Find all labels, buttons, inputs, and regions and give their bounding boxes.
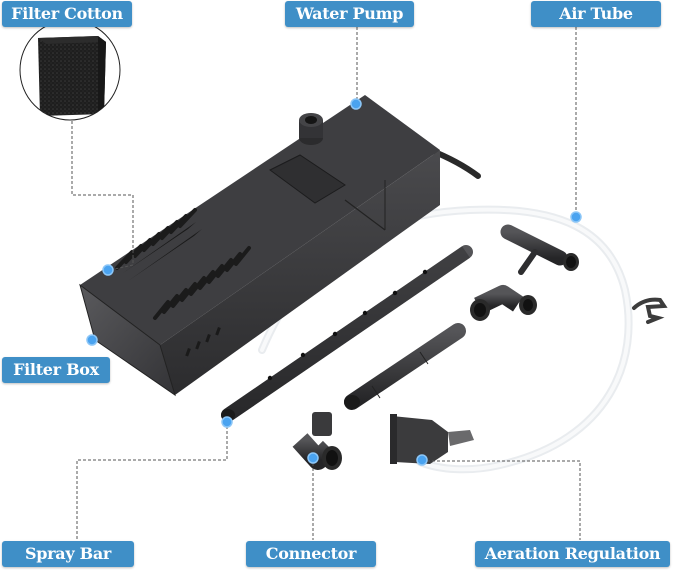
filter-body-front bbox=[80, 285, 175, 395]
label-filter-cotton: Filter Cotton bbox=[2, 1, 132, 27]
leader-lines bbox=[71, 27, 581, 540]
label-aeration-regulation: Aeration Regulation bbox=[475, 541, 670, 567]
filter-cotton-marker bbox=[102, 264, 114, 276]
label-filter-box: Filter Box bbox=[2, 357, 110, 383]
connector-marker bbox=[307, 452, 319, 464]
t-connector-part bbox=[500, 224, 579, 275]
markers bbox=[86, 98, 582, 466]
label-air-tube: Air Tube bbox=[531, 1, 661, 27]
elbow-connector-part-1 bbox=[470, 285, 537, 321]
air-tube-marker bbox=[570, 211, 582, 223]
label-connector: Connector bbox=[246, 541, 376, 567]
aeration-regulator-part bbox=[390, 414, 474, 464]
filter-box-marker bbox=[86, 334, 98, 346]
extension-tube-part bbox=[344, 323, 466, 410]
elbow-connector-part-2 bbox=[292, 412, 342, 470]
water-pump-marker bbox=[350, 98, 362, 110]
aeration-regulation-marker bbox=[416, 454, 428, 466]
label-spray-bar: Spray Bar bbox=[2, 541, 134, 567]
spray-bar-marker bbox=[221, 416, 233, 428]
filter-body-top bbox=[80, 95, 440, 345]
filter-cotton-inset bbox=[19, 19, 121, 121]
filter-body-side bbox=[160, 150, 440, 395]
air-tube-clip bbox=[632, 297, 668, 324]
label-water-pump: Water Pump bbox=[285, 1, 414, 27]
